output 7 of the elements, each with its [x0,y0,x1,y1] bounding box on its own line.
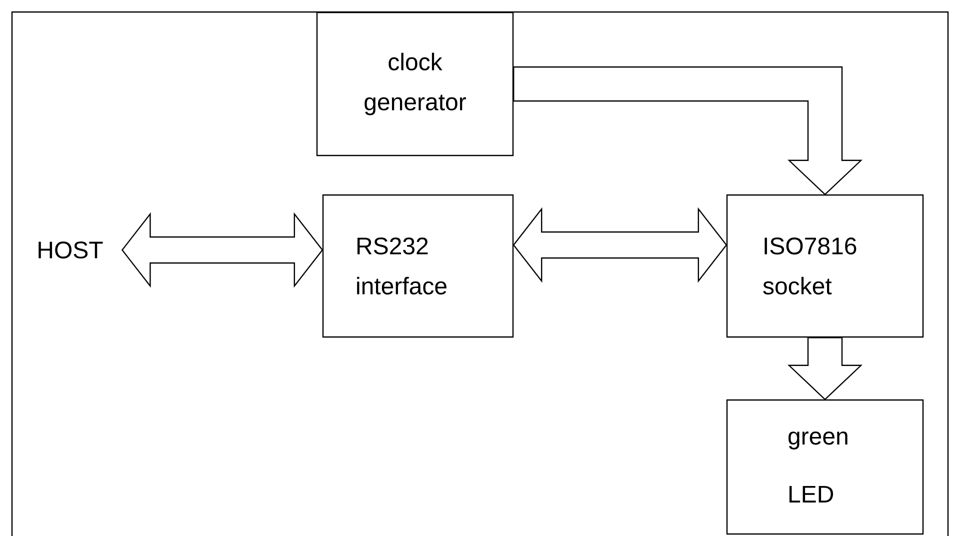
process-box: ISO7816 socket [726,194,924,338]
block-arrow [513,66,863,196]
process-box: clock generator [316,12,514,156]
output-box: green LED [726,399,924,535]
host-label: HOST [38,242,103,258]
block-arrow [788,337,863,400]
process-box: RS232 interface [322,194,514,338]
